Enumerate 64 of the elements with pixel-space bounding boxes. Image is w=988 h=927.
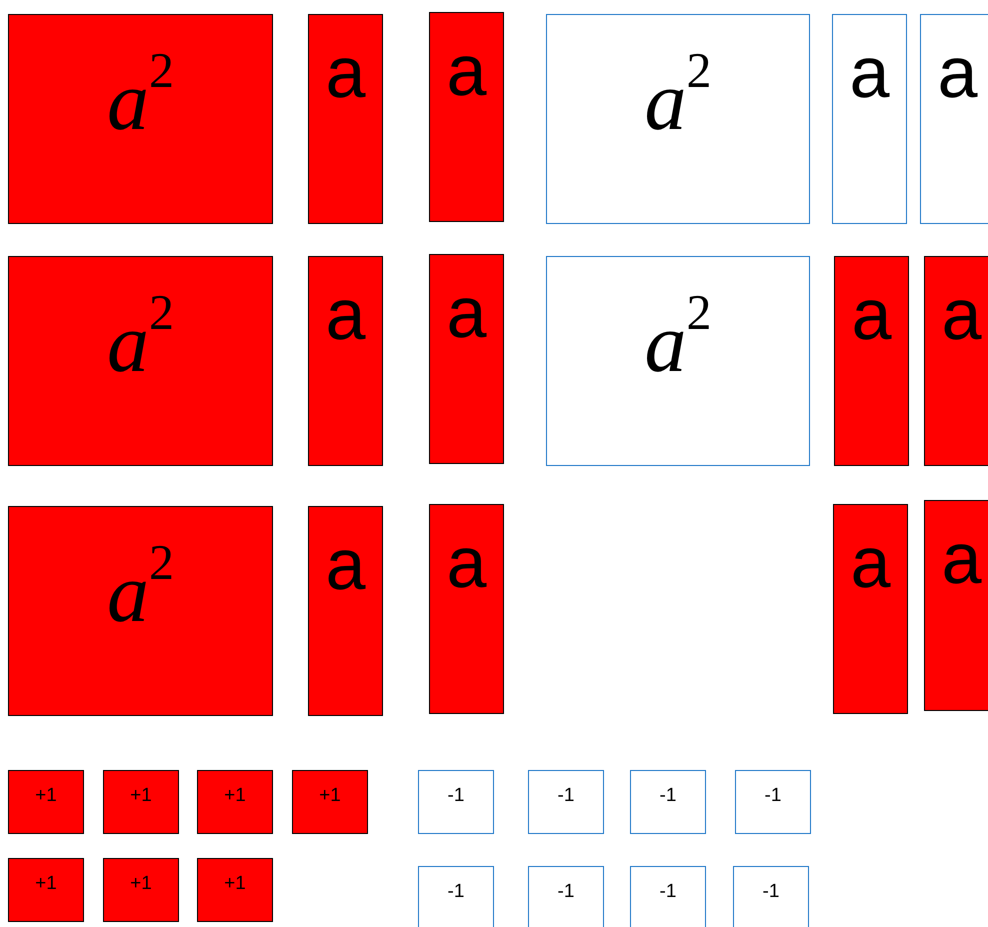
tile-label: a (936, 37, 979, 109)
tile-label: a$^{2}$ (106, 295, 175, 392)
tile-label: a (848, 37, 891, 109)
tile-label: a$^{2}$ (106, 53, 175, 150)
unit-tile (418, 770, 494, 834)
unit-tile (103, 770, 179, 834)
square-tile (8, 506, 273, 716)
tile-label: a (445, 35, 488, 107)
long-tile (834, 256, 909, 466)
tile-label: a (324, 529, 367, 601)
tile-label: -1 (658, 881, 678, 903)
tile-label: +1 (318, 785, 342, 807)
tile-label: -1 (446, 881, 466, 903)
tile-label: -1 (762, 881, 780, 903)
tile-label: -1 (658, 785, 678, 807)
tile-label: a (324, 37, 367, 109)
tile-label: -1 (556, 881, 576, 903)
unit-tile (528, 770, 604, 834)
tile-label: a (445, 277, 488, 349)
tile-label: a (324, 279, 367, 351)
tile-label: +1 (129, 785, 153, 807)
tile-label: +1 (34, 785, 58, 807)
tile-label: a (940, 279, 983, 351)
tile-label: a$^{2}$ (644, 53, 712, 150)
tile-label: -1 (556, 785, 576, 807)
square-tile (546, 14, 810, 224)
tile-label: -1 (764, 785, 782, 807)
square-tile (8, 14, 273, 224)
unit-tile (735, 770, 811, 834)
tile-label: +1 (34, 873, 58, 895)
unit-tile (103, 858, 179, 922)
tile-label: +1 (129, 873, 153, 895)
long-tile (308, 14, 383, 224)
unit-tile (418, 866, 494, 927)
unit-tile (292, 770, 368, 834)
long-tile (429, 504, 504, 714)
tile-label: a (849, 527, 892, 599)
tile-label: +1 (223, 785, 247, 807)
long-tile (308, 256, 383, 466)
tile-label: +1 (223, 873, 247, 895)
unit-tile (733, 866, 809, 927)
long-tile (924, 256, 988, 466)
tile-label: a$^{2}$ (106, 545, 175, 642)
long-tile (832, 14, 907, 224)
long-tile (429, 254, 504, 464)
unit-tile (528, 866, 604, 927)
tile-label: -1 (446, 785, 466, 807)
unit-tile (8, 858, 84, 922)
long-tile (924, 500, 988, 711)
long-tile (429, 12, 504, 222)
unit-tile (630, 770, 706, 834)
tile-label: a (940, 523, 983, 595)
tile-label: a (445, 527, 488, 599)
unit-tile (197, 858, 273, 922)
unit-tile (8, 770, 84, 834)
square-tile (8, 256, 273, 466)
unit-tile (197, 770, 273, 834)
long-tile (833, 504, 908, 714)
long-tile (308, 506, 383, 716)
tile-label: a (850, 279, 893, 351)
square-tile (546, 256, 810, 466)
long-tile (920, 14, 988, 224)
unit-tile (630, 866, 706, 927)
tile-label: a$^{2}$ (644, 295, 712, 392)
